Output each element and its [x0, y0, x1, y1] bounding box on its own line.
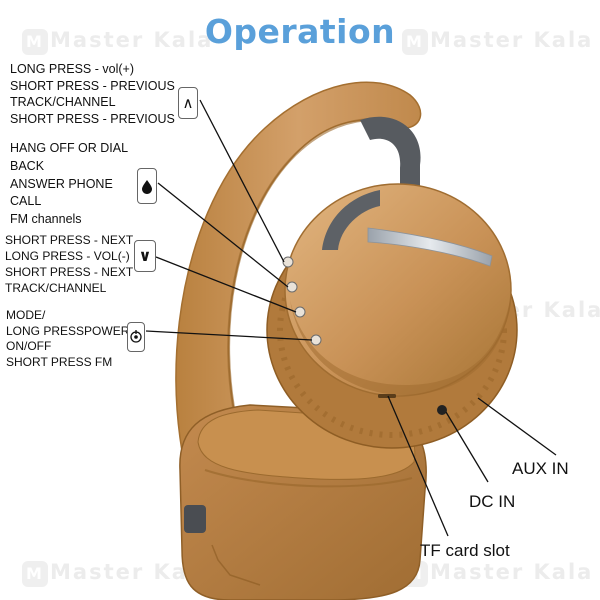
volume-down-line-1: SHORT PRESS - NEXT — [5, 233, 134, 247]
volume-up-line-1: LONG PRESS - vol(+) — [10, 62, 134, 76]
ear-cup-shell — [284, 183, 512, 397]
cup-button-2 — [286, 281, 298, 293]
volume-up-line-4: SHORT PRESS - PREVIOUS — [10, 111, 175, 126]
leader-volume-up — [199, 99, 285, 263]
mode-power-line-1: MODE/ — [6, 308, 46, 322]
cup-button-3 — [294, 306, 306, 318]
mode-power-line-2: LONG PRESSPOWER — [6, 323, 130, 338]
chevron-down-icon: ∨ — [138, 246, 152, 265]
volume-down-line-4: TRACK/CHANNEL — [5, 281, 107, 295]
dark-arc — [322, 190, 380, 250]
chevron-up-icon: ∧ — [182, 94, 194, 112]
leader-volume-down — [155, 256, 297, 313]
tf-slot — [378, 394, 396, 398]
volume-down-description: SHORT PRESS - NEXT LONG PRESS - VOL(-) S… — [5, 232, 133, 296]
volume-up-line-2: SHORT PRESS - PREVIOUS — [10, 78, 175, 93]
volume-down-line-2: LONG PRESS - VOL(-) — [5, 249, 130, 263]
volume-down-line-3: SHORT PRESS - NEXT — [5, 265, 134, 279]
lower-cup-switch — [184, 505, 206, 533]
leader-play — [157, 182, 289, 288]
watermark-logo-icon: M — [402, 29, 428, 55]
leader-tf — [387, 395, 449, 537]
volume-up-description: LONG PRESS - vol(+) SHORT PRESS - PREVIO… — [10, 61, 175, 127]
mode-power-button — [127, 322, 145, 352]
play-button — [137, 168, 157, 204]
play-call-line-2: BACK — [10, 158, 45, 173]
watermark-logo-icon: M — [22, 561, 48, 587]
aux-in-label: AUX IN — [512, 459, 569, 478]
cup-button-4 — [310, 334, 322, 346]
aux-port — [437, 405, 447, 415]
leader-aux — [477, 397, 557, 456]
play-call-line-4: CALL — [10, 194, 42, 209]
headband-inner-edge — [227, 117, 387, 431]
mode-power-description: MODE/ LONG PRESSPOWER ON/OFF SHORT PRESS… — [6, 308, 129, 370]
volume-up-line-3: TRACK/CHANNEL — [10, 95, 116, 110]
play-call-description: HANG OFF OR DIAL BACK ANSWER PHONE CALL … — [10, 140, 128, 229]
metal-hinge — [360, 116, 421, 190]
volume-down-button: ∨ — [134, 240, 156, 272]
watermark-logo-icon: M — [22, 29, 48, 55]
mode-power-line-3: ON/OFF — [6, 339, 52, 353]
play-call-line-3: ANSWER PHONE — [10, 176, 113, 191]
silver-accent — [367, 227, 493, 267]
leader-dc — [445, 411, 489, 483]
page-title: Operation — [204, 12, 396, 51]
play-pause-icon — [142, 180, 152, 194]
volume-up-button: ∧ — [178, 87, 198, 119]
play-call-line-5: FM channels — [10, 212, 82, 227]
dc-in-label: DC IN — [469, 492, 516, 511]
mode-power-line-4: SHORT PRESS FM — [6, 354, 113, 369]
cup-button-1 — [282, 256, 294, 268]
tf-card-slot-label: TF card slot — [420, 541, 510, 560]
leader-mode — [145, 330, 313, 341]
play-call-line-1: HANG OFF OR DIAL — [10, 141, 129, 155]
power-icon — [130, 330, 142, 343]
